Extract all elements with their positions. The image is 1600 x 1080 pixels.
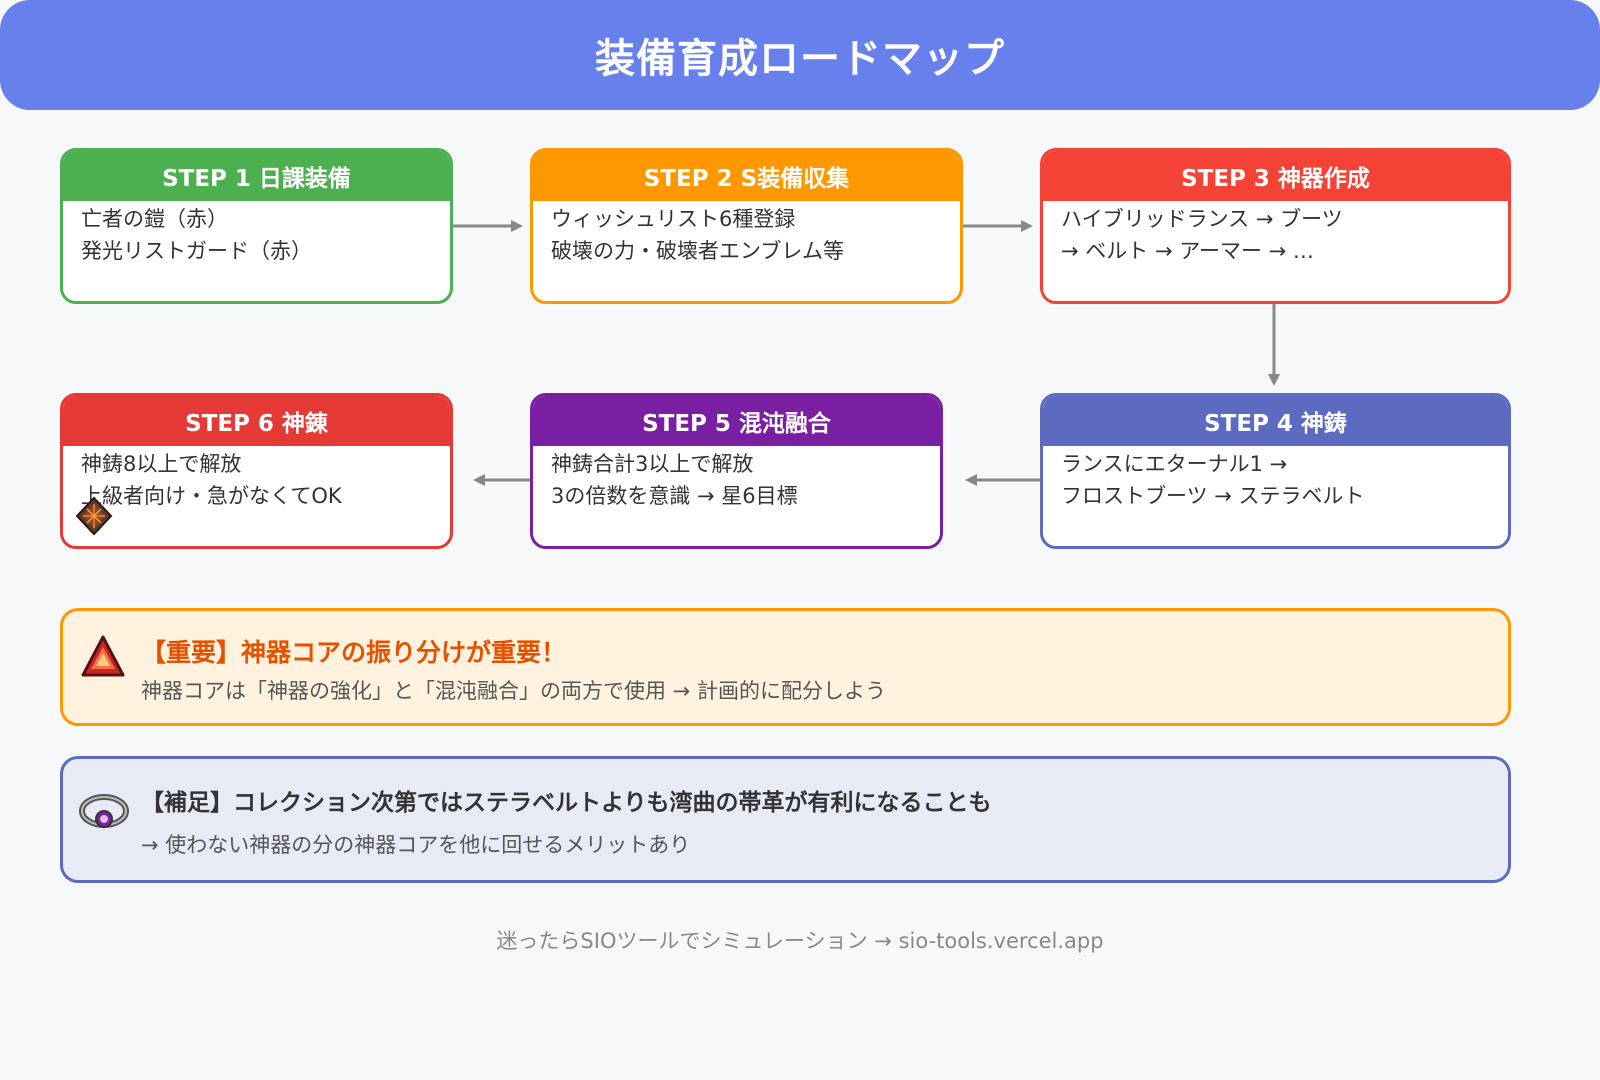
step-card-6-body: 神鋳8以上で解放 上級者向け・急がなくてOK — [63, 446, 450, 536]
step-card-3-line-1: ハイブリッドランス → ブーツ — [1061, 207, 1343, 231]
note-callout: 【補足】コレクション次第ではステラベルトよりも湾曲の帯革が有利になることも → … — [60, 756, 1511, 883]
step-card-5-header: STEP 5 混沌融合 — [533, 396, 940, 446]
step-card-4: STEP 4 神鋳 ランスにエターナル1 → フロストブーツ → ステラベルト — [1040, 393, 1511, 549]
step-card-6: STEP 6 神錬 神鋳8以上で解放 上級者向け・急がなくてOK — [60, 393, 453, 549]
important-body: 神器コアは「神器の強化」と「混沌融合」の両方で使用 → 計画的に配分しよう — [141, 679, 886, 703]
step-card-1-header: STEP 1 日課装備 — [63, 151, 450, 201]
note-body: → 使わない神器の分の神器コアを他に回せるメリットあり — [141, 833, 691, 857]
step-card-4-header: STEP 4 神鋳 — [1043, 396, 1508, 446]
step-card-4-body: ランスにエターナル1 → フロストブーツ → ステラベルト — [1043, 446, 1508, 512]
step-card-1: STEP 1 日課装備 亡者の鎧（赤） 発光リストガード（赤） — [60, 148, 453, 304]
belt-icon — [79, 794, 129, 828]
step-card-3-header: STEP 3 神器作成 — [1043, 151, 1508, 201]
step-card-6-header: STEP 6 神錬 — [63, 396, 450, 446]
step-card-5-body: 神鋳合計3以上で解放 3の倍数を意識 → 星6目標 — [533, 446, 940, 512]
step-card-5-line-2: 3の倍数を意識 → 星6目標 — [551, 484, 798, 508]
step-card-3-line-2: → ベルト → アーマー → … — [1061, 239, 1314, 263]
warning-triangle-icon — [81, 635, 125, 677]
arrow-step4-to-step5 — [965, 474, 1040, 486]
important-callout: 【重要】神器コアの振り分けが重要！ 神器コアは「神器の強化」と「混沌融合」の両方… — [60, 608, 1511, 726]
step-card-6-line-1: 神鋳8以上で解放 — [81, 452, 242, 476]
step-card-2: STEP 2 S装備収集 ウィッシュリスト6種登録 破壊の力・破壊者エンブレム等 — [530, 148, 963, 304]
step-card-2-body: ウィッシュリスト6種登録 破壊の力・破壊者エンブレム等 — [533, 201, 960, 267]
step-card-1-line-2: 発光リストガード（赤） — [81, 239, 312, 263]
page-title: 装備育成ロードマップ — [595, 36, 1005, 82]
step-card-3: STEP 3 神器作成 ハイブリッドランス → ブーツ → ベルト → アーマー… — [1040, 148, 1511, 304]
footer-link-text: 迷ったらSIOツールでシミュレーション → sio-tools.vercel.a… — [496, 929, 1104, 953]
step-card-2-header: STEP 2 S装備収集 — [533, 151, 960, 201]
step-card-5: STEP 5 混沌融合 神鋳合計3以上で解放 3の倍数を意識 → 星6目標 — [530, 393, 943, 549]
step-card-1-body: 亡者の鎧（赤） 発光リストガード（赤） — [63, 201, 450, 267]
step-card-4-line-1: ランスにエターナル1 → — [1061, 452, 1288, 476]
arrow-step2-to-step3 — [963, 220, 1033, 232]
arrow-step5-to-step6 — [473, 474, 530, 486]
step-card-3-body: ハイブリッドランス → ブーツ → ベルト → アーマー → … — [1043, 201, 1508, 267]
step-card-1-line-1: 亡者の鎧（赤） — [81, 207, 228, 231]
step-card-6-line-2: 上級者向け・急がなくてOK — [81, 484, 342, 508]
header-banner: 装備育成ロードマップ — [0, 0, 1600, 110]
step-card-4-line-2: フロストブーツ → ステラベルト — [1061, 484, 1365, 508]
gem-icon — [75, 496, 113, 536]
step-card-2-line-1: ウィッシュリスト6種登録 — [551, 207, 796, 231]
arrow-step3-to-step4 — [1268, 304, 1280, 386]
step-card-5-line-1: 神鋳合計3以上で解放 — [551, 452, 754, 476]
arrow-step1-to-step2 — [453, 220, 523, 232]
note-title: 【補足】コレクション次第ではステラベルトよりも湾曲の帯革が有利になることも — [141, 790, 992, 816]
step-card-2-line-2: 破壊の力・破壊者エンブレム等 — [551, 239, 844, 263]
important-title: 【重要】神器コアの振り分けが重要！ — [141, 638, 567, 667]
